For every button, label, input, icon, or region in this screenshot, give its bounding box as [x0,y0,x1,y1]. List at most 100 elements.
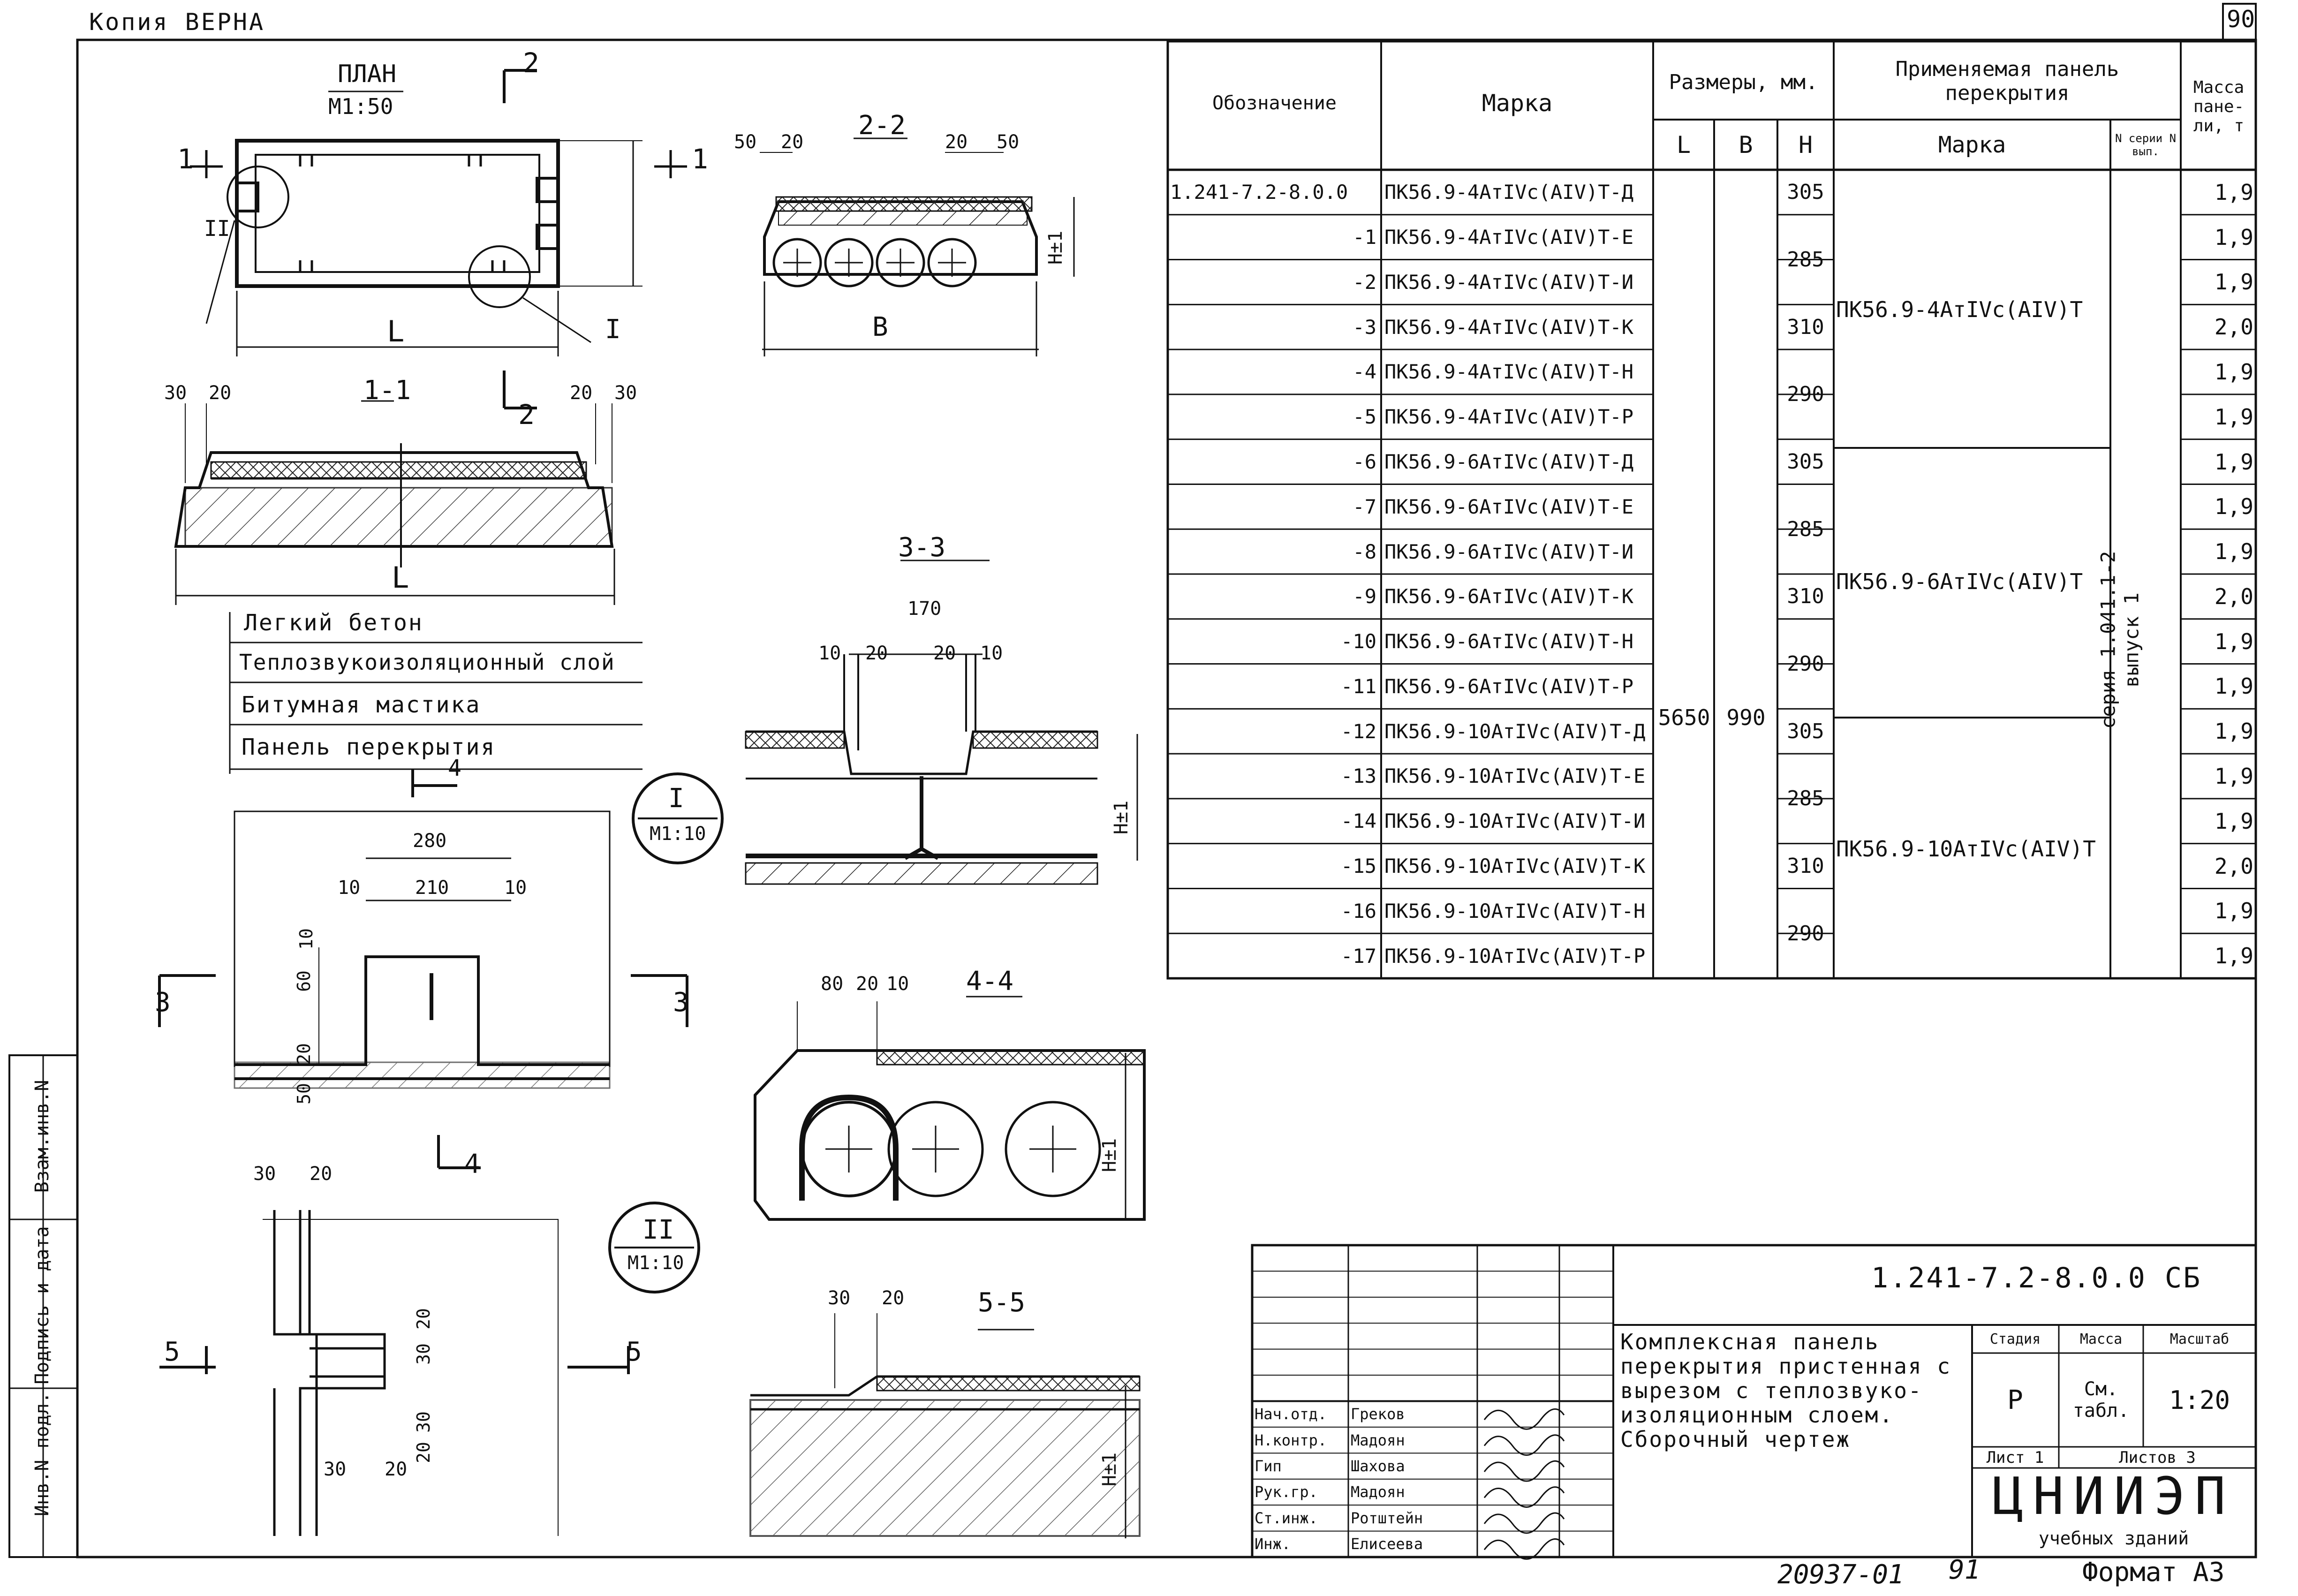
scale-value: 1:20 [2169,1385,2230,1415]
dim-ii-20-a: 20 [413,1308,434,1330]
row-designation: -6 [1353,450,1376,474]
row-mass: 1,9 [2214,943,2253,969]
section-4-4-view [754,996,1146,1221]
row-mass: 1,9 [2214,449,2253,475]
dim-210: 210 [415,877,449,899]
dim-5-5-30: 30 [828,1287,851,1309]
dim-3-3-10-right: 10 [980,643,1003,664]
dim-10-right: 10 [504,877,527,899]
section-marker-3-left: 3 [155,987,171,1018]
signature-mark [1483,1486,1565,1508]
row-mark: ПК56.9-6АтIVс(АIV)Т-Р [1384,674,1634,698]
node-label-II: II [204,216,230,241]
section-4-4-height-label: H±1 [1099,1138,1121,1172]
dim-ii-30-b: 30 [413,1411,434,1433]
plan-length-label: L [387,314,405,348]
dim-280: 280 [413,830,447,852]
row-mass: 1,9 [2214,269,2253,295]
row-designation: -11 [1341,674,1376,698]
row-mass: 2,0 [2214,314,2253,340]
section-5-5-title: 5-5 [978,1287,1026,1318]
row-height-value: 285 [1787,248,1824,272]
section-4-4-title: 4-4 [966,966,1014,997]
legend-item: Панель перекрытия [242,734,496,760]
row-mark: ПК56.9-6АтIVс(АIV)Т-И [1384,540,1634,563]
section-marker-5-left: 5 [164,1337,180,1367]
dim-3-3-20-right: 20 [933,643,956,664]
person-name: Ротштейн [1351,1509,1423,1527]
section-3-3-height-label: H±1 [1111,800,1133,835]
dim-1-1-30-right: 30 [614,382,637,404]
applied-mark-group-2: ПК56.9-6АтIVс(АIV)Т [1836,569,2083,594]
dim-170: 170 [907,598,942,620]
strip-inventory-original: Инв.N подл. [31,1392,53,1516]
row-height-value: 285 [1787,787,1824,811]
footer-doc-number: 20937-01 [1777,1559,1904,1590]
person-name: Шахова [1351,1457,1405,1475]
signature-mark [1483,1434,1565,1456]
signature-mark [1483,1538,1565,1560]
person-name: Мадоян [1351,1483,1405,1501]
node-label-I: I [605,314,621,345]
legend-item: Теплозвукоизоляционный слой [239,650,615,675]
dim-20-vertical: 20 [293,1043,314,1065]
section-marker-2: 2 [523,47,539,79]
row-designation: -17 [1341,944,1376,968]
callout-I-label: I [668,783,684,814]
section-marker-4-upper: 4 [448,755,461,781]
size-L-value: 5650 [1658,705,1710,730]
dim-2-2-50-right: 50 [997,131,1020,153]
section-2-2-view [760,137,1075,356]
row-mass: 2,0 [2214,583,2253,609]
sheet-number: Лист 1 [1986,1448,2044,1467]
dim-60-vertical: 60 [293,970,314,992]
copy-stamp: Копия ВЕРНА [89,8,265,36]
row-mass: 1,9 [2214,179,2253,205]
row-mark: ПК56.9-10АтIVс(АIV)Т-Н [1384,899,1646,923]
stage-value: Р [2007,1384,2023,1415]
legend-item: Легкий бетон [244,610,423,636]
row-designation: -13 [1341,764,1376,788]
row-mark: ПК56.9-4АтIVс(АIV)Т-И [1384,270,1634,294]
row-height-value: 310 [1787,315,1824,339]
plan-view [190,69,687,356]
row-mark: ПК56.9-10АтIVс(АIV)Т-Е [1384,764,1646,788]
header-mass: Масса пане-ли, т [2193,78,2245,136]
callout-II-scale: М1:10 [627,1252,684,1274]
person-name: Греков [1351,1405,1405,1423]
row-mass: 1,9 [2214,673,2253,699]
footer-sheet-index: 91 [1949,1555,1981,1585]
footer-format: Формат А3 [2082,1557,2225,1588]
person-name: Елисеева [1351,1535,1423,1553]
section-2-2-height-label: H±1 [1045,230,1067,265]
header-L: L [1676,131,1691,159]
row-mass: 1,9 [2214,359,2253,385]
dim-4-4-20: 20 [856,973,879,995]
row-mark: ПК56.9-10АтIVс(АIV)Т-Р [1384,944,1646,968]
applied-mark-group-3: ПК56.9-10АтIVс(АIV)Т [1836,836,2096,862]
row-mark: ПК56.9-10АтIVс(АIV)Т-Д [1384,719,1646,743]
row-mass: 1,9 [2214,898,2253,924]
row-mark: ПК56.9-10АтIVс(АIV)Т-К [1384,855,1646,878]
person-role: Нач.отд. [1255,1405,1327,1423]
mass-value: См. табл. [2072,1378,2130,1422]
row-designation: -5 [1353,405,1376,429]
row-mass: 1,9 [2214,494,2253,520]
section-marker-5-right: 5 [626,1337,642,1367]
legend-lines [229,612,643,774]
row-designation: -2 [1353,270,1376,294]
row-height-value: 290 [1787,652,1824,676]
header-designation: Обозначение [1212,92,1337,114]
person-role: Инж. [1255,1535,1291,1553]
row-mark: ПК56.9-6АтIVс(АIV)Т-Д [1384,450,1634,474]
dim-3-3-10-left: 10 [818,643,841,664]
scale-label: Масштаб [2169,1331,2230,1347]
detail-II-view [159,1202,700,1536]
dim-ii-20-b: 20 [413,1442,434,1463]
person-name: Мадоян [1351,1431,1405,1449]
row-mark: ПК56.9-6АтIVс(АIV)Т-К [1384,585,1634,608]
dim-10-vertical: 10 [295,928,317,950]
row-mass: 1,9 [2214,628,2253,654]
row-designation: 1.241-7.2-8.0.0 [1170,181,1348,204]
